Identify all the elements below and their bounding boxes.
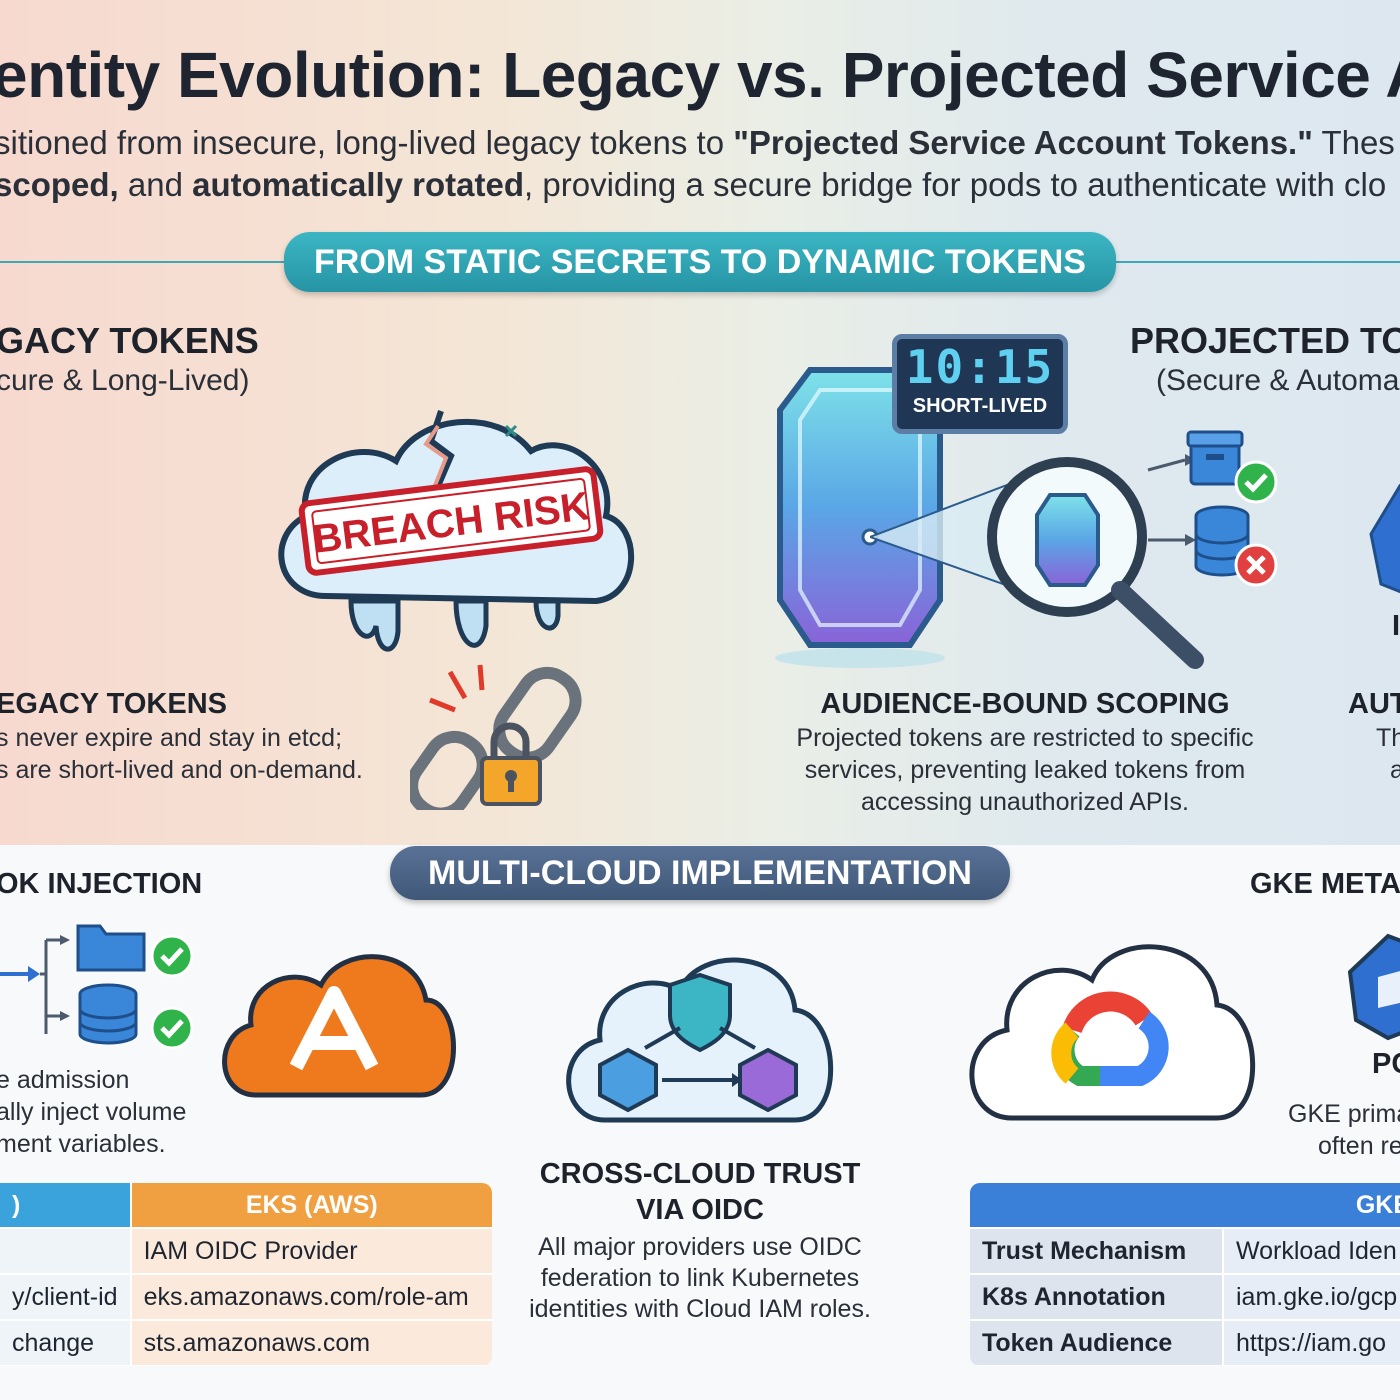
countdown-timer: 10:15 SHORT-LIVED <box>892 334 1068 434</box>
check-icon <box>150 1006 194 1050</box>
gke-header: GKE <box>970 1183 1400 1229</box>
section-multi-cloud: MULTI-CLOUD IMPLEMENTATION <box>390 846 1010 900</box>
intro-line-2: scoped, and automatically rotated, provi… <box>0 166 1387 203</box>
broken-cloud-icon: BREACH RISK <box>278 410 635 652</box>
timer-display: 10:15 <box>905 340 1055 394</box>
eks-row-2-value: eks.amazonaws.com/role-am <box>129 1275 492 1321</box>
check-icon <box>1234 460 1278 504</box>
legacy-feature-title: EGACY TOKENS <box>0 688 227 720</box>
aws-cloud-icon <box>222 954 456 1098</box>
gke-metadata-title: GKE METAL <box>1250 868 1400 900</box>
webhook-line-3: ment variables. <box>0 1130 166 1158</box>
webhook-line-1: e admission <box>0 1066 130 1094</box>
projected-heading: PROJECTED TO <box>1130 320 1400 361</box>
legacy-heading: GACY TOKENS <box>0 320 259 361</box>
gke-side-line-1: GKE prima <box>1288 1100 1400 1128</box>
page-title: entity Evolution: Legacy vs. Projected S… <box>0 39 1400 111</box>
webhook-line-2: ally inject volume <box>0 1098 187 1126</box>
gke-side-line-2: often re <box>1318 1132 1400 1160</box>
gke-row-2-value: iam.gke.io/gcp <box>1222 1275 1400 1321</box>
section-static-to-dynamic: FROM STATIC SECRETS TO DYNAMIC TOKENS <box>284 232 1116 292</box>
scoping-line-3: accessing unauthorized APIs. <box>861 788 1189 816</box>
allowed-denied-targets <box>1186 430 1278 587</box>
shield-icon <box>668 972 732 1053</box>
gke-row-1-value: Workload Iden <box>1222 1229 1400 1275</box>
gke-row-3-value: https://iam.go <box>1222 1321 1400 1366</box>
oidc-line-1: All major providers use OIDC <box>538 1233 862 1261</box>
magnifier-scope-icon <box>870 454 1204 669</box>
rotation-k-label: I <box>1392 610 1400 642</box>
gke-row-2-label: K8s Annotation <box>970 1275 1222 1321</box>
rotation-title: AUT <box>1348 688 1400 720</box>
cube-purple-icon <box>738 1047 798 1113</box>
folder-icon <box>76 924 146 972</box>
eks-table: ) EKS (AWS) IAM OIDC Provider y/client-i… <box>0 1183 492 1366</box>
divider-left <box>0 261 290 263</box>
oidc-line-2: federation to link Kubernetes <box>540 1264 860 1292</box>
top-background <box>0 0 1400 845</box>
oidc-line-3: identities with Cloud IAM roles. <box>529 1295 871 1323</box>
eks-table-panel: ) EKS (AWS) IAM OIDC Provider y/client-i… <box>0 1183 492 1366</box>
scoping-line-2: services, preventing leaked tokens from <box>804 756 1246 784</box>
legacy-feature-line-1: s never expire and stay in etcd; <box>0 724 343 752</box>
eks-row-1-left <box>0 1229 130 1275</box>
eks-row-3-left: change <box>0 1321 130 1366</box>
eks-row-2-left: y/client-id <box>0 1275 130 1321</box>
box-icon <box>1186 430 1244 486</box>
legacy-subheading: cure & Long-Lived) <box>0 364 250 397</box>
legacy-feature-line-2: s are short-lived and on-demand. <box>0 756 363 784</box>
eks-row-3-value: sts.amazonaws.com <box>129 1321 492 1366</box>
webhook-title: OK INJECTION <box>0 868 203 900</box>
rotation-line-2: a <box>1390 756 1400 784</box>
check-icon <box>150 934 194 978</box>
gke-table-panel: GKE Trust Mechanism Workload Iden K8s An… <box>970 1183 1400 1366</box>
cube-blue-icon <box>598 1047 658 1113</box>
oidc-title-line-1: CROSS-CLOUD TRUST <box>539 1158 861 1190</box>
rotation-line-1: Th <box>1376 724 1400 752</box>
oidc-trust-cloud-icon <box>566 957 834 1123</box>
scoping-line-1: Projected tokens are restricted to speci… <box>796 724 1254 752</box>
oidc-title-line-2: VIA OIDC <box>636 1194 764 1226</box>
gke-row-1-label: Trust Mechanism <box>970 1229 1222 1275</box>
broken-chain-lock-icon <box>410 664 582 810</box>
short-lived-label: SHORT-LIVED <box>912 395 1048 417</box>
gke-side-label: PC <box>1372 1048 1400 1080</box>
database-icon <box>78 983 138 1045</box>
gke-table: GKE Trust Mechanism Workload Iden K8s An… <box>970 1183 1400 1366</box>
eks-header-left: ) <box>0 1183 130 1229</box>
intro-line-1: sitioned from insecure, long-lived legac… <box>0 124 1395 161</box>
google-cloud-icon <box>969 944 1256 1121</box>
divider-right <box>1110 261 1400 263</box>
projected-subheading: (Secure & Automa <box>1156 364 1400 397</box>
eks-row-1-value: IAM OIDC Provider <box>129 1229 492 1275</box>
injection-flow-icon <box>0 924 194 1050</box>
gke-cube-icon-partial <box>1348 933 1400 1041</box>
scoping-title: AUDIENCE-BOUND SCOPING <box>820 688 1230 720</box>
rotation-icon-partial <box>1369 484 1400 594</box>
gke-row-3-label: Token Audience <box>970 1321 1222 1366</box>
eks-header: EKS (AWS) <box>129 1183 492 1229</box>
